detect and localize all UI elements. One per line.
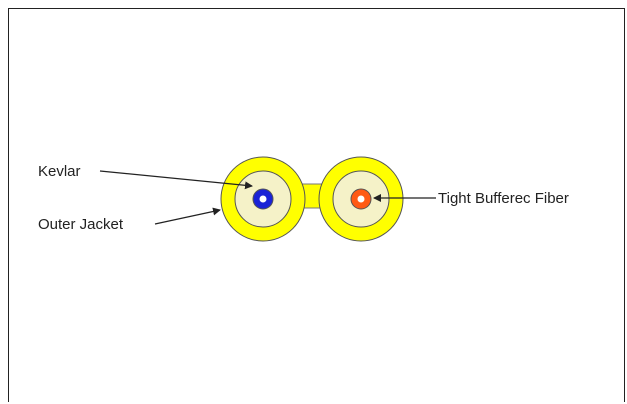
left-fiber-cable xyxy=(220,156,306,242)
kevlar-leader-arrow xyxy=(99,170,253,190)
right-fiber-core xyxy=(357,195,365,203)
kevlar-label: Kevlar xyxy=(38,163,81,180)
outer-jacket-leader-arrow xyxy=(154,207,221,225)
left-fiber-core xyxy=(259,195,267,203)
tight-buffered-fiber-label: Tight Bufferec Fiber xyxy=(438,190,569,207)
outer-jacket-label: Outer Jacket xyxy=(38,216,124,233)
right-fiber-cable xyxy=(318,156,404,242)
